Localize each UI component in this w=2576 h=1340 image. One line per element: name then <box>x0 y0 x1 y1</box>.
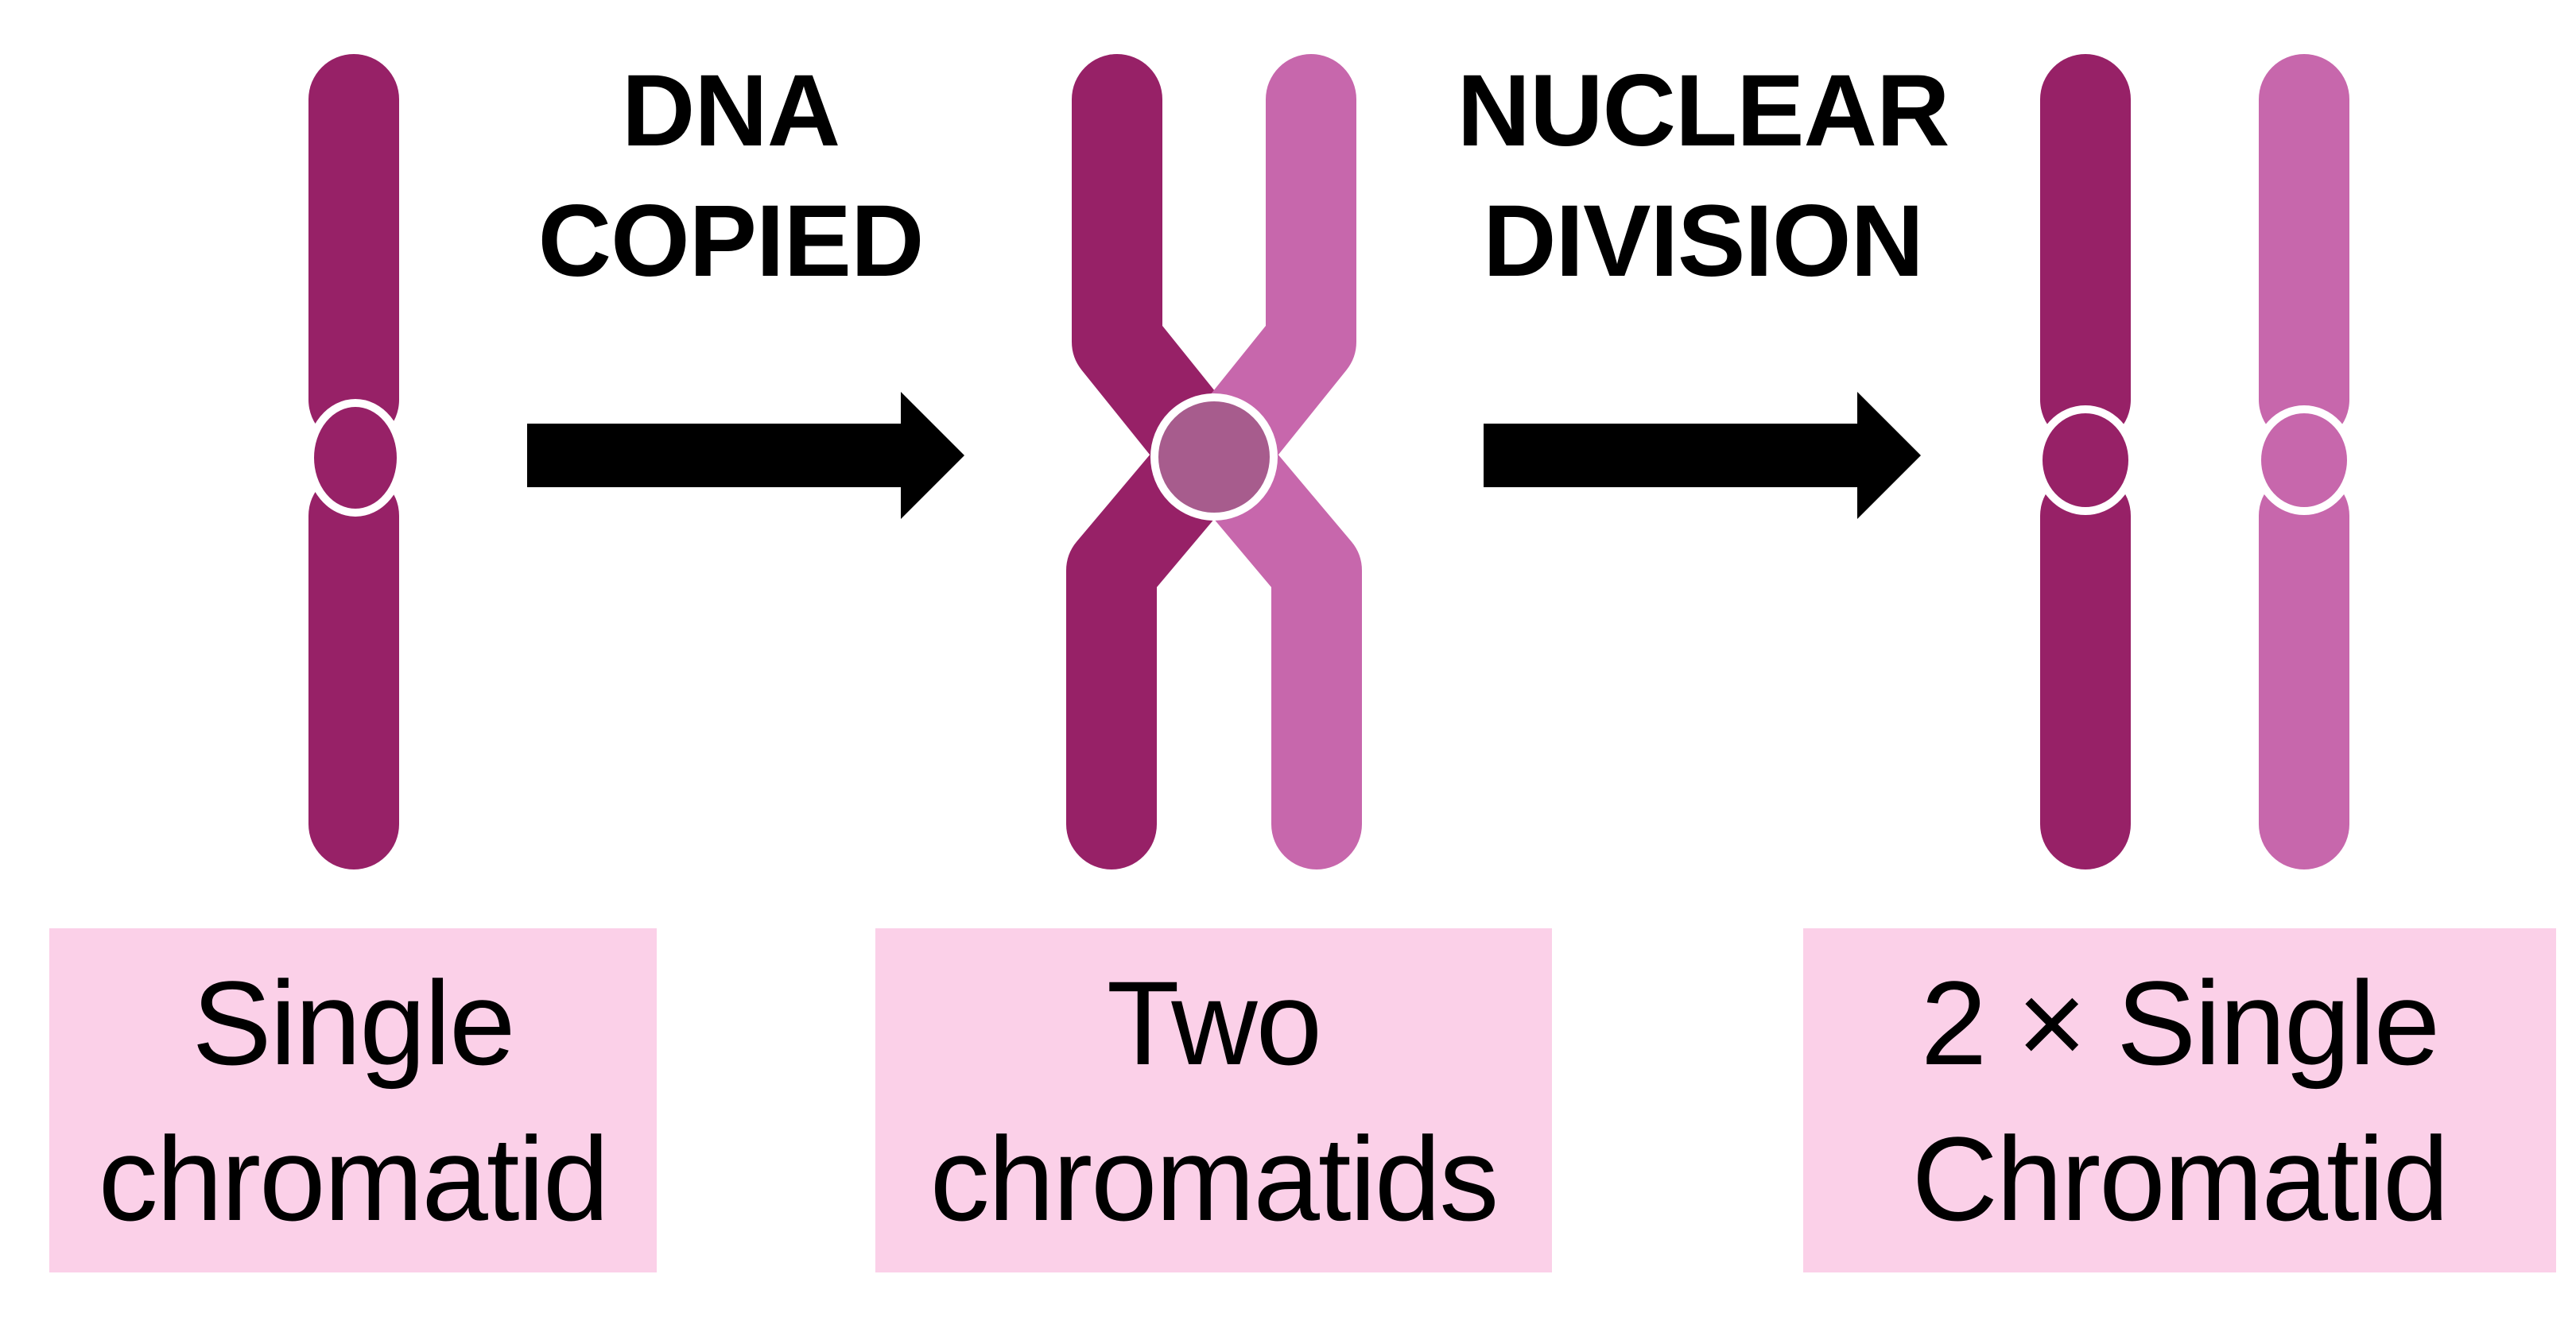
stage-caption-label: Single chromatid <box>98 955 610 1245</box>
chromatid-arm-bottom <box>2259 471 2349 869</box>
chromatid-arm-top <box>2259 54 2349 445</box>
chromatid-arm-top <box>308 54 399 445</box>
centromere <box>306 399 405 517</box>
arrow-right-icon <box>1484 392 1921 519</box>
single-chromatid-figure <box>306 54 405 869</box>
stage-caption-label: 2 × Single Chromatid <box>1911 955 2450 1245</box>
stage-caption-single-chromatid: Single chromatid <box>49 928 657 1272</box>
separated-chromatid-light <box>2253 54 2355 869</box>
centromere <box>2253 405 2355 515</box>
chromatid-arm-bottom <box>2040 471 2131 869</box>
separated-chromatids-figure <box>2035 54 2355 869</box>
two-chromatids-figure <box>1066 54 1362 869</box>
chromatid-arm-bottom <box>308 471 399 869</box>
stage-caption-two-single-chromatids: 2 × Single Chromatid <box>1803 928 2556 1272</box>
centromere-joined <box>1150 393 1278 521</box>
stage-caption-label: Two chromatids <box>929 955 1499 1245</box>
stage-caption-two-chromatids: Two chromatids <box>875 928 1552 1272</box>
transition-label-dna-copied: DNA COPIED <box>537 54 925 298</box>
chromatid-arm-top <box>2040 54 2131 445</box>
arrow-right-icon <box>527 392 964 519</box>
transition-label-nuclear-division: NUCLEAR DIVISION <box>1457 54 1950 298</box>
separated-chromatid-dark <box>2035 54 2136 869</box>
centromere <box>2035 405 2136 515</box>
